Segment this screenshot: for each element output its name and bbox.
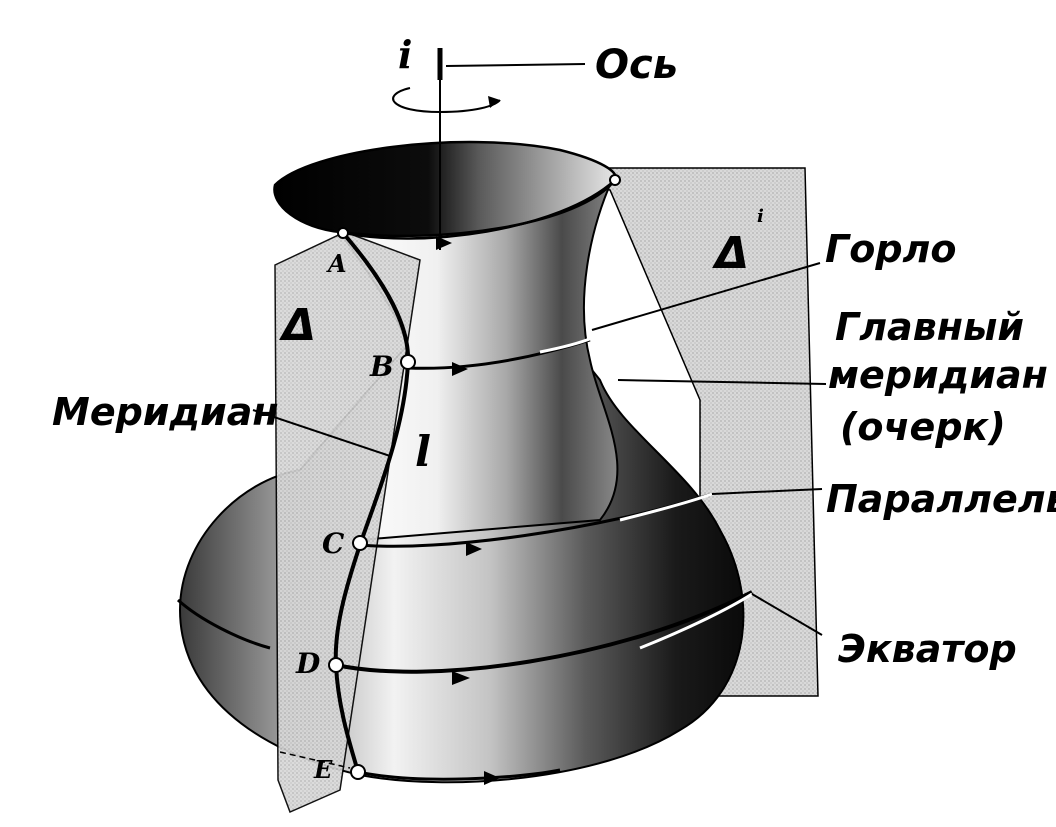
axis-bottom-arrow [436, 236, 452, 250]
point-E-label: E [313, 755, 333, 784]
parallel-label: Параллель [826, 477, 1056, 521]
equator-arrow [452, 671, 470, 685]
point-C-label: C [322, 527, 345, 560]
axis-label: Ось [595, 42, 678, 88]
curve-label: l [415, 427, 431, 476]
parallel-B-white [539, 336, 593, 354]
main-meridian-label-3: (очерк) [840, 405, 1006, 449]
throat-label: Горло [825, 227, 956, 271]
point-A [337, 227, 349, 239]
point-rim-right [609, 174, 621, 186]
axis-leader [445, 63, 586, 67]
point-E [350, 764, 366, 780]
back-plane-superscript: i [757, 206, 764, 227]
main-meridian-leader [617, 379, 827, 385]
rotation-arrow [392, 87, 501, 114]
equator-label: Экватор [838, 627, 1017, 671]
parallel-E-dashed [279, 751, 351, 769]
point-B-label: B [369, 350, 394, 383]
point-B [400, 354, 416, 370]
point-C [352, 535, 368, 551]
equator-left-line [176, 598, 271, 650]
parallel-E-arrow [484, 771, 500, 785]
front-plane-label: Δ [279, 300, 316, 351]
parallel-leader [711, 488, 823, 495]
equator-line [335, 590, 753, 674]
mouth-front-rim [339, 179, 616, 240]
main-meridian-label-1: Главный [835, 305, 1024, 349]
parallel-C-arrow [466, 542, 482, 556]
meridian-label: Меридиан [52, 390, 279, 434]
meridian-leader [252, 409, 391, 457]
equator-white [639, 592, 753, 650]
parallel-E-line [357, 768, 561, 781]
meridian-curve [333, 231, 411, 773]
point-D-label: D [295, 647, 321, 680]
rotation-arrowhead [488, 96, 500, 108]
parallel-C-white [619, 492, 713, 522]
parallel-B-arrow [452, 362, 468, 376]
point-D [328, 657, 344, 673]
main-meridian-label-2: меридиан [828, 353, 1048, 397]
equator-leader [751, 593, 823, 636]
point-A-label: A [326, 249, 347, 278]
back-plane-label: Δ [712, 228, 749, 279]
throat-leader [591, 262, 821, 331]
axis-letter: i [398, 32, 412, 77]
